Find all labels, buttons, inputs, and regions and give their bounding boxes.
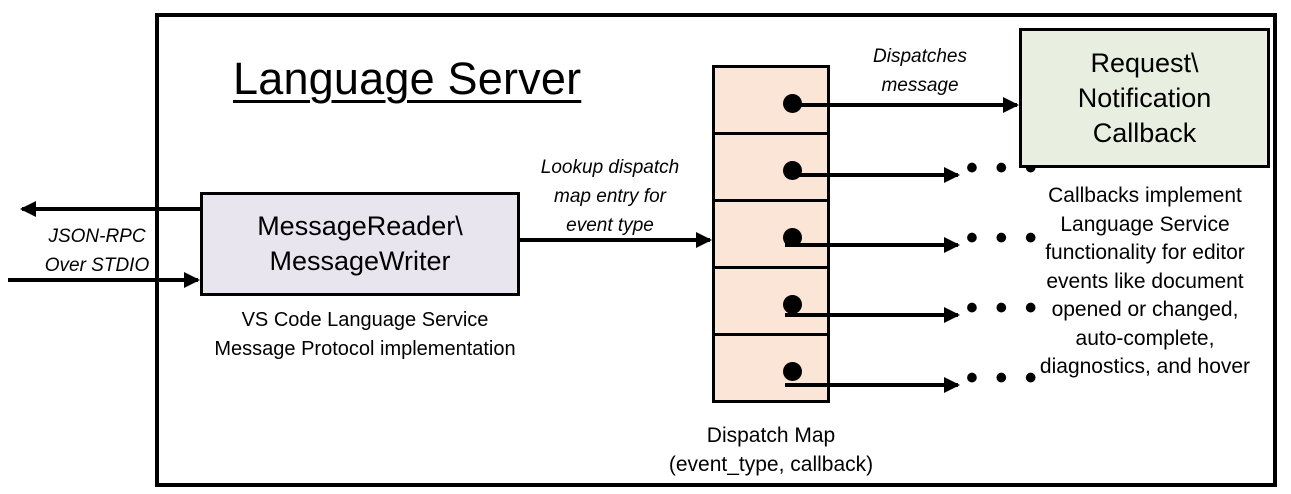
dispatch-map[interactable] (712, 65, 830, 415)
callback-caption-line5: opened or changed, (1051, 298, 1239, 321)
dispatches-message-label: Dispatches message (835, 42, 1005, 100)
callback-title-line1: Request\ (1090, 47, 1199, 78)
callback-pointer-dot (783, 362, 802, 381)
transport-label-line1: JSON-RPC (48, 226, 146, 247)
message-reader-writer-caption: VS Code Language Service Message Protoco… (190, 306, 540, 364)
dispatch-map-caption-line2: (event_type, callback) (668, 453, 874, 476)
callback-caption-line4: events like document (1046, 269, 1244, 293)
message-reader-writer-line2: MessageWriter (269, 246, 451, 276)
callback-pointer-dot (783, 228, 802, 247)
message-reader-writer-box[interactable]: MessageReader\ MessageWriter (200, 192, 520, 296)
lookup-dispatch-line3: event type (566, 215, 654, 236)
callback-caption-line7: diagnostics, and hover (1039, 355, 1251, 378)
lookup-dispatch-label: Lookup dispatch map entry for event type (516, 153, 704, 240)
dispatch-map-entry-1[interactable] (712, 65, 830, 135)
callback-caption-line3: functionality for editor (1045, 241, 1245, 264)
dispatch-map-entry-3[interactable] (712, 199, 830, 269)
callback-caption-line1: Callbacks implement (1048, 184, 1242, 207)
callback-title-line3: Callback (1092, 117, 1197, 148)
dispatch-map-entry-5[interactable] (712, 333, 830, 403)
callback-pointer-dot (783, 295, 802, 314)
transport-label-line2: Over STDIO (44, 255, 150, 276)
lookup-dispatch-line2: map entry for (554, 186, 666, 207)
lookup-dispatch-line1: Lookup dispatch (540, 157, 680, 178)
dispatch-map-entry-4[interactable] (712, 266, 830, 336)
dispatches-message-line2: message (881, 75, 959, 96)
page-title: Language Server (233, 53, 582, 104)
dispatch-map-entry-2[interactable] (712, 132, 830, 202)
dispatch-map-caption-line1: Dispatch Map (706, 424, 836, 447)
language-server-boundary (155, 13, 1277, 487)
message-reader-writer-caption-line1: VS Code Language Service (241, 309, 489, 331)
callback-caption-line6: auto-complete, (1075, 326, 1215, 350)
callback-caption-line2: Language Service (1060, 212, 1230, 236)
callback-caption: Callbacks implement Language Service fun… (1012, 182, 1278, 382)
message-reader-writer-line1: MessageReader\ (257, 211, 463, 241)
transport-label: JSON-RPC Over STDIO (32, 222, 162, 280)
request-notification-callback-box[interactable]: Request\ Notification Callback (1019, 28, 1270, 168)
callback-pointer-dot (783, 161, 802, 180)
message-reader-writer-caption-line2: Message Protocol implementation (214, 338, 516, 360)
dispatches-message-line1: Dispatches (873, 46, 967, 67)
callback-title-line2: Notification (1077, 82, 1212, 113)
dispatch-map-caption: Dispatch Map (event_type, callback) (640, 421, 902, 479)
callback-pointer-dot (783, 94, 802, 113)
